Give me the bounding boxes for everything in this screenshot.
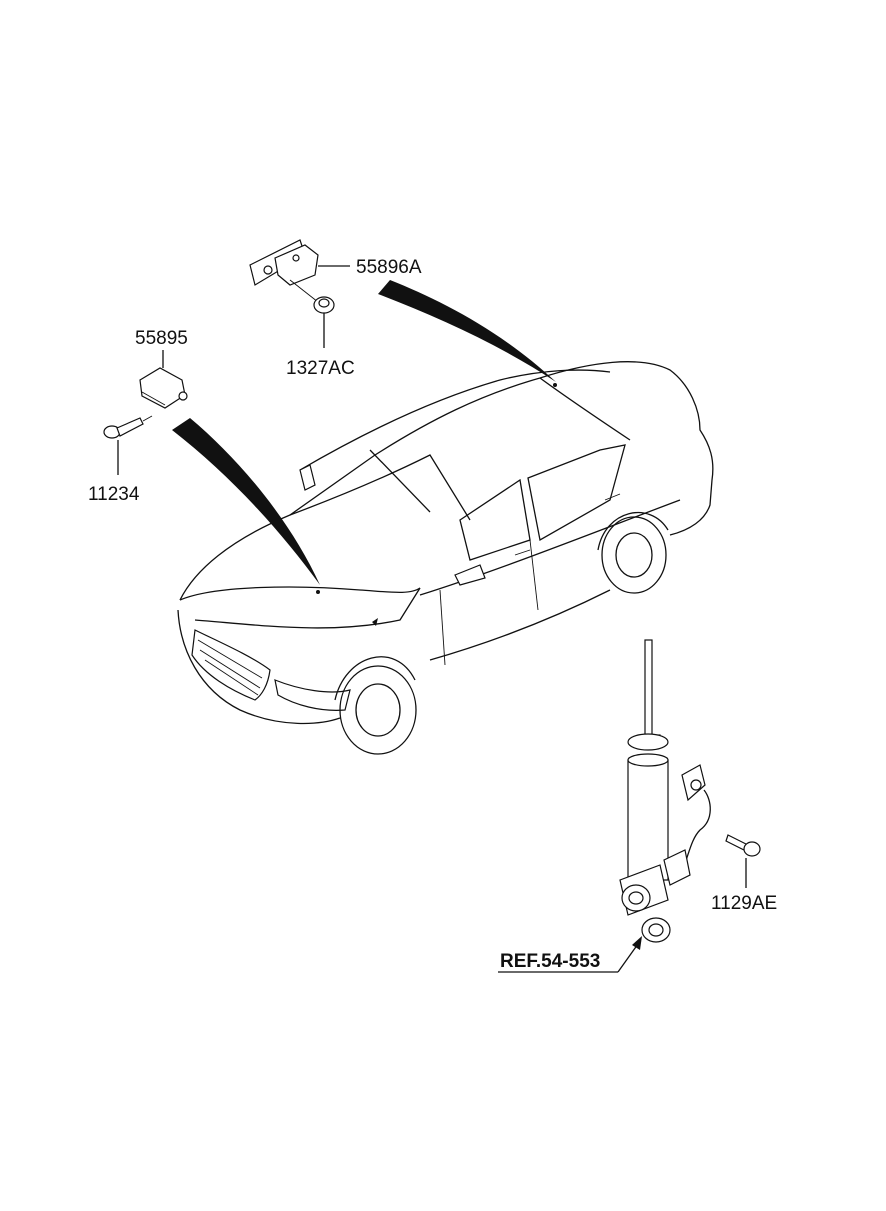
bolt-11234-illustration (103, 415, 153, 439)
part-label-1327AC[interactable]: 1327AC (286, 358, 355, 379)
nut-1327AC-illustration (313, 296, 335, 314)
vehicle-illustration (177, 361, 714, 755)
sensor-55895-illustration (139, 367, 188, 409)
part-label-1129AE[interactable]: 1129AE (711, 893, 777, 914)
location-pointer-rear (378, 280, 556, 382)
reference-label[interactable]: REF.54-553 (500, 951, 600, 972)
part-label-55896A[interactable]: 55896A (356, 257, 422, 278)
part-label-55895[interactable]: 55895 (135, 328, 188, 349)
height-sensor-link-illustration (663, 764, 711, 886)
part-label-11234[interactable]: 11234 (88, 484, 140, 505)
sensor-55896A-illustration (249, 239, 319, 303)
bolt-1129AE-illustration (725, 834, 761, 857)
location-pointer-front (172, 418, 320, 585)
shock-absorber-illustration (619, 639, 671, 943)
